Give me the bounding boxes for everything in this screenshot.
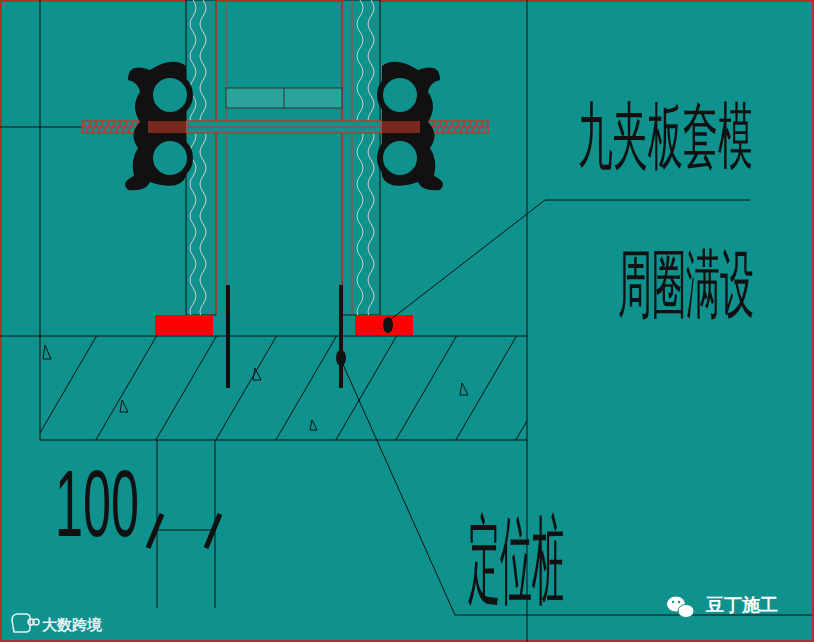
sleeve-strip [355, 315, 413, 335]
watermark-logo [12, 614, 39, 632]
spacer-block [226, 88, 342, 108]
watermark: 豆丁施工 [706, 596, 778, 614]
leader-dot [336, 350, 346, 366]
concrete-hatch [40, 336, 527, 440]
positioning-stake [226, 285, 230, 388]
spacer-joint [284, 88, 285, 108]
dimension: 100 [55, 456, 172, 526]
grid-lines [0, 0, 527, 642]
watermark: 大数跨境 [42, 618, 102, 633]
dimension-ticks [148, 514, 220, 548]
sleeve-strip [155, 315, 213, 335]
wechat-icon [667, 597, 694, 618]
callout-text-text: 周圈满设 [618, 246, 754, 321]
clamp-left [125, 62, 190, 191]
callout-text: 九夹板套模 [578, 100, 753, 135]
positioning-stake [339, 285, 343, 388]
clamp-right [380, 62, 443, 191]
callout-text: 定位桩 [468, 512, 564, 544]
callout-text: 周圈满设 [618, 246, 754, 280]
callout-text-text: 九夹板套模 [578, 100, 753, 174]
plywood-panels [186, 0, 380, 319]
callout-text-text: 定位桩 [468, 512, 564, 608]
leader-line [341, 360, 812, 615]
dimension-text: 100 [55, 456, 139, 551]
watermark-text: 大数跨境 [42, 618, 102, 633]
watermark-text: 豆丁施工 [706, 596, 778, 614]
